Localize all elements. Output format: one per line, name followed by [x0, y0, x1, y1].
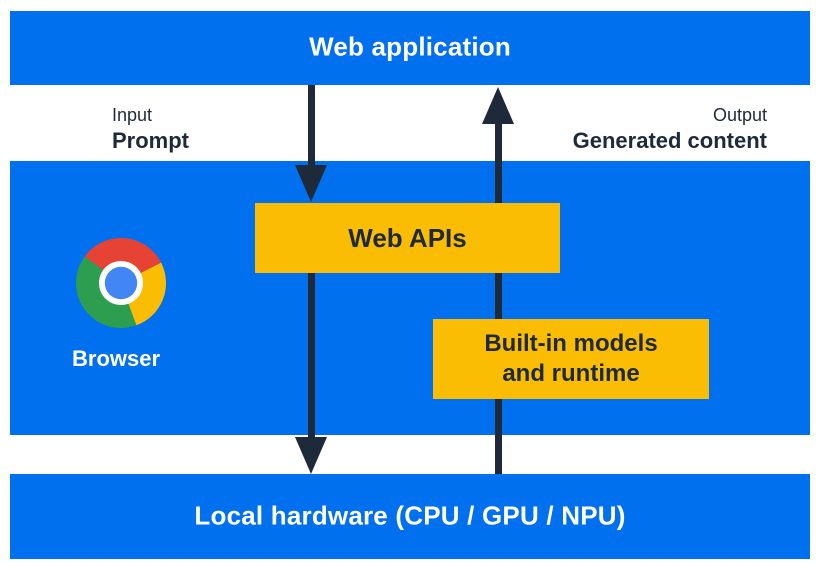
local-hardware-label: Local hardware (CPU / GPU / NPU): [194, 499, 626, 530]
output-label-group: Output Generated content: [573, 103, 767, 155]
input-title: Input: [112, 105, 153, 125]
prompt-arrow-line-upper: [308, 85, 315, 169]
web-apis-box: Web APIs: [255, 203, 560, 273]
down-arrow-icon: [295, 165, 327, 202]
web-application-label: Web application: [309, 31, 511, 62]
builtin-models-label-line2: and runtime: [502, 360, 640, 387]
output-arrow-line: [495, 120, 502, 474]
prompt-arrow-line-lower: [308, 272, 315, 440]
builtin-models-box: Built-in models and runtime: [433, 319, 709, 399]
input-label-group: Input Prompt: [112, 103, 189, 155]
up-arrow-icon: [482, 87, 514, 124]
input-value: Prompt: [112, 128, 189, 153]
output-value: Generated content: [572, 128, 767, 153]
web-application-bar: Web application: [10, 11, 810, 85]
chrome-logo-icon: [76, 238, 166, 328]
builtin-models-label-line1: Built-in models: [484, 330, 658, 357]
browser-label: Browser: [72, 346, 161, 371]
down-arrow-icon: [295, 437, 327, 474]
local-hardware-bar: Local hardware (CPU / GPU / NPU): [10, 474, 810, 559]
output-title: Output: [712, 105, 767, 125]
web-apis-label: Web APIs: [348, 222, 467, 253]
